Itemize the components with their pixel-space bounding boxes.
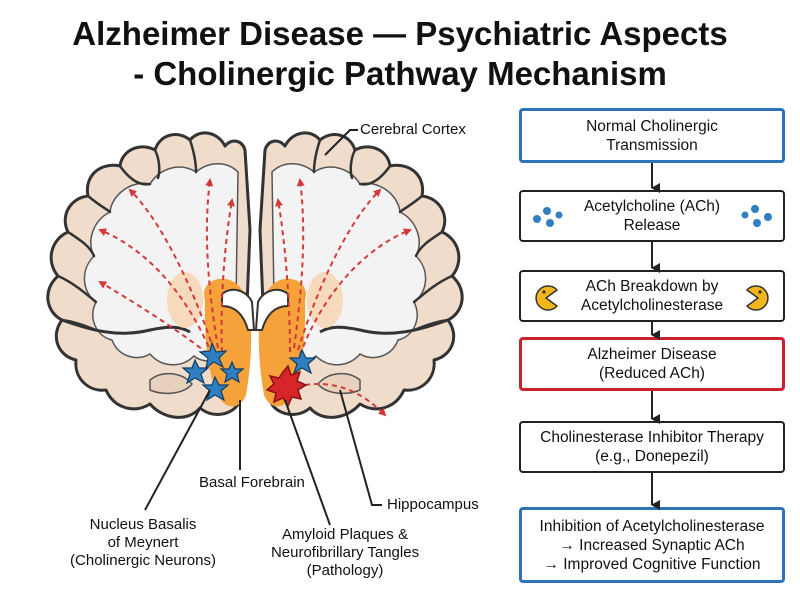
flowchart-arrows bbox=[651, 163, 660, 510]
cholinergic-neuron bbox=[288, 348, 317, 375]
flow-step-ach-release: Acetylcholine (ACh) Release bbox=[519, 190, 785, 242]
acetylcholinesterase-enzyme-icon bbox=[745, 285, 769, 311]
cholinergic-neuron bbox=[198, 341, 228, 370]
cholinergic-neuron bbox=[201, 375, 230, 402]
cholinergic-neuron bbox=[181, 358, 210, 385]
flow-step-outcome: Inhibition of Acetylcholinesterase → Inc… bbox=[519, 507, 785, 583]
hippocampus-left bbox=[149, 372, 193, 395]
cholinergic-neuron bbox=[219, 360, 245, 384]
right-lateral-sulcus bbox=[319, 318, 449, 335]
leader-plaques bbox=[284, 399, 331, 526]
label-basal-forebrain: Basal Forebrain bbox=[199, 474, 305, 491]
flow-step-ach-breakdown: ACh Breakdown by Acetylcholinesterase bbox=[519, 270, 785, 322]
leader-hippocampus bbox=[339, 389, 382, 506]
ach-molecules-icon bbox=[533, 207, 563, 227]
title-line-2: - Cholinergic Pathway Mechanism bbox=[133, 55, 667, 92]
flow-step-inhibitor-therapy: Cholinesterase Inhibitor Therapy (e.g., … bbox=[519, 421, 785, 473]
ach-molecules-icon bbox=[741, 205, 772, 227]
acetylcholinesterase-enzyme-icon bbox=[535, 285, 559, 311]
brain-coronal-section bbox=[46, 129, 464, 526]
flow-step-normal-transmission: Normal Cholinergic Transmission bbox=[519, 108, 785, 163]
leader-cortex bbox=[324, 129, 358, 156]
cholinergic-projections bbox=[98, 178, 412, 417]
label-nucleus-basalis: Nucleus Basalis of Meynert (Cholinergic … bbox=[70, 516, 216, 569]
lateral-ventricles bbox=[221, 288, 256, 331]
title-line-1: Alzheimer Disease — Psychiatric Aspects bbox=[72, 15, 728, 52]
label-hippocampus: Hippocampus bbox=[387, 496, 479, 513]
page-title: Alzheimer Disease — Psychiatric Aspects … bbox=[0, 14, 800, 94]
amyloid-plaque bbox=[265, 364, 308, 408]
left-lateral-sulcus bbox=[61, 318, 191, 335]
leader-nucleus bbox=[144, 389, 211, 511]
label-amyloid-plaques: Amyloid Plaques & Neurofibrillary Tangle… bbox=[270, 526, 420, 579]
label-cerebral-cortex: Cerebral Cortex bbox=[360, 121, 466, 138]
